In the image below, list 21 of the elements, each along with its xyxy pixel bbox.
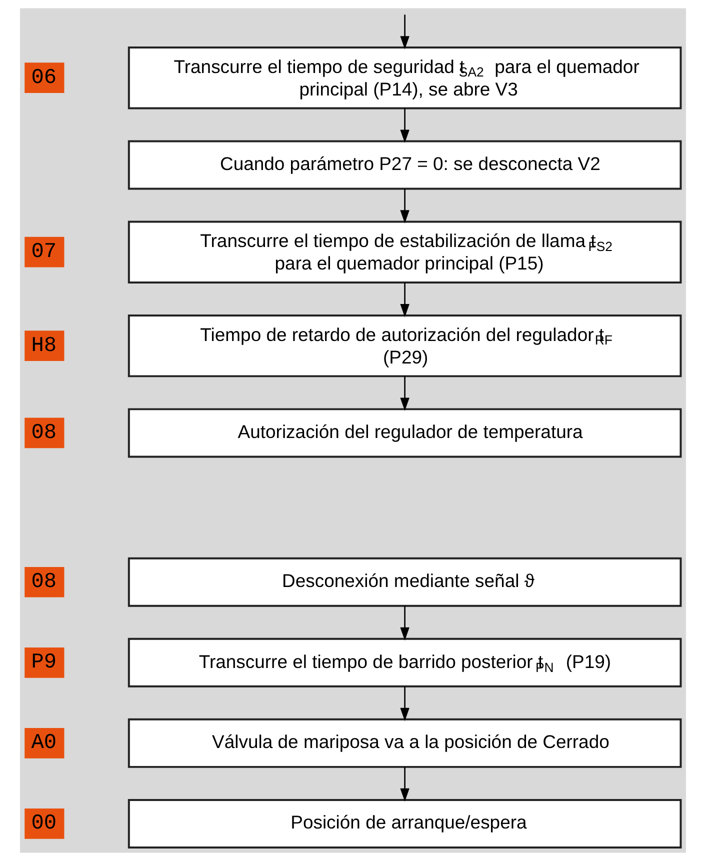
node-box: Cuando parámetro P27 = 0: se desconecta V2 — [127, 140, 682, 190]
node-box: Desconexión mediante señal ϑ — [127, 557, 682, 607]
node-box: P9 — [24, 647, 64, 678]
arrow — [400, 686, 409, 722]
arrow — [400, 108, 409, 143]
node-box: A0 — [24, 728, 64, 758]
node-box: H8 — [24, 330, 64, 362]
node-box: Posición de arranque/espera — [127, 798, 682, 848]
node-box: 00 — [24, 808, 64, 839]
arrow — [400, 188, 409, 224]
arrow — [400, 767, 409, 802]
arrow — [400, 14, 409, 50]
arrow — [400, 376, 409, 411]
node-box: Autorización del regulador de temperatura — [127, 408, 682, 458]
arrow — [400, 282, 409, 318]
node-box: 08 — [24, 418, 64, 448]
arrow — [400, 606, 409, 641]
node-box: 08 — [24, 566, 64, 598]
node-box: 06 — [24, 62, 64, 94]
node-box: 07 — [24, 236, 64, 268]
node-box: Válvula de mariposa va a la posición de Cerrado — [127, 718, 682, 768]
